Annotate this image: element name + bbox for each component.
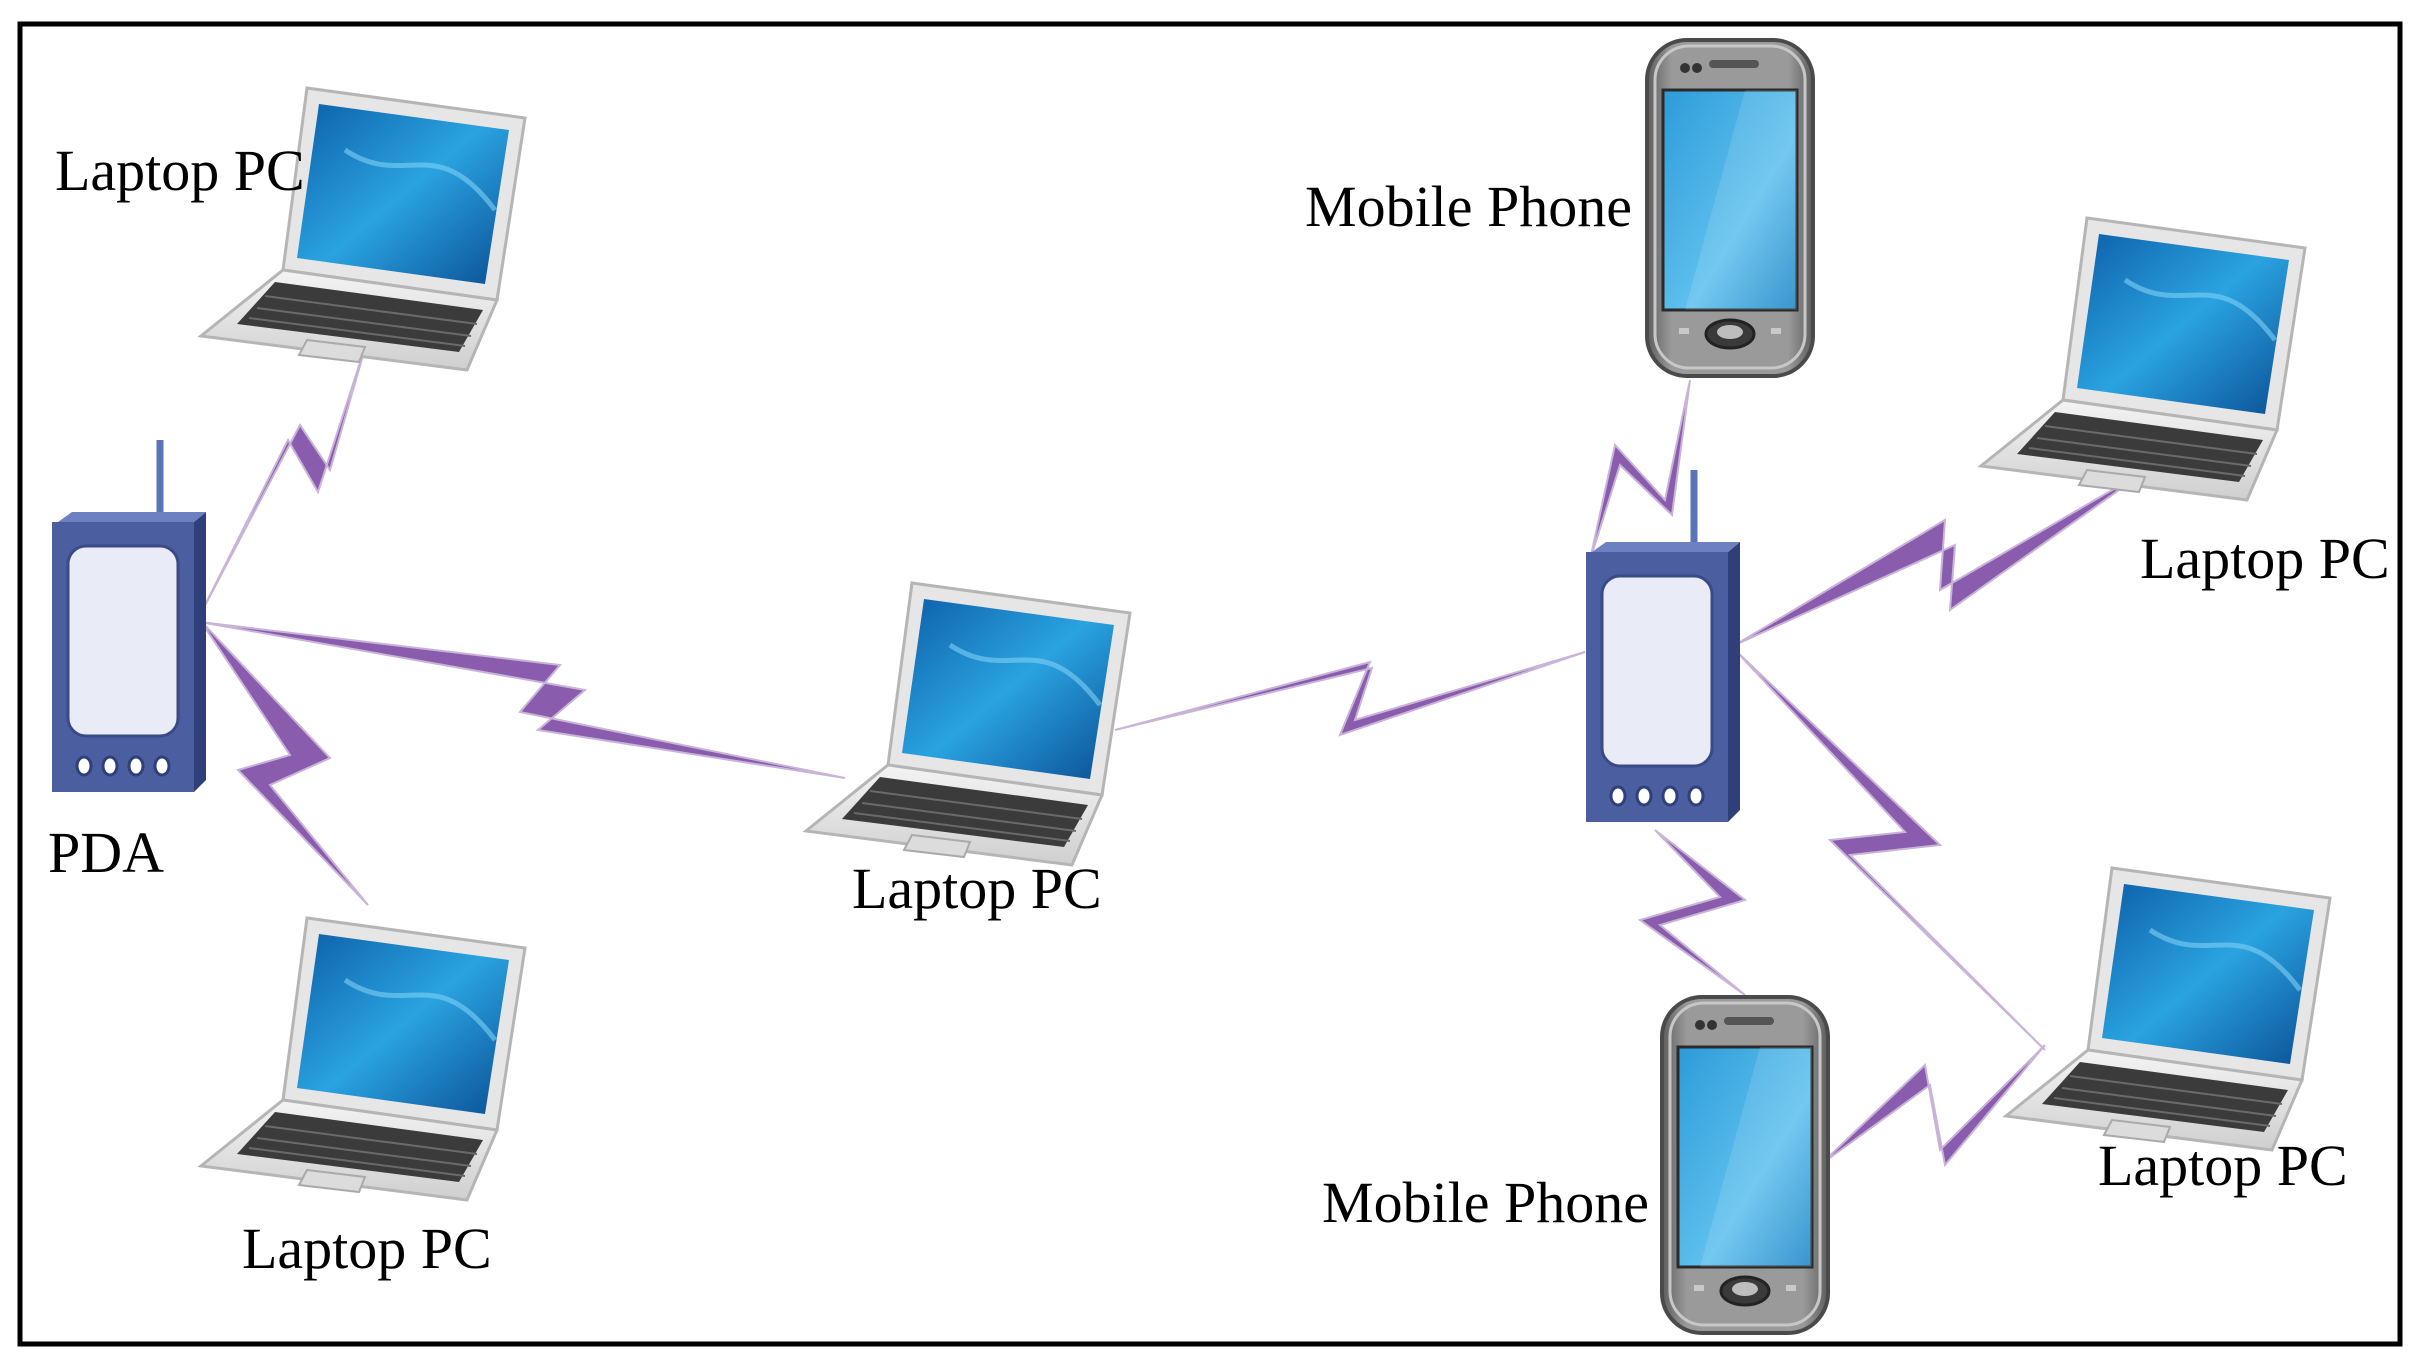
node-pda-left <box>52 440 206 792</box>
link-pda-left-laptop-top-left <box>199 337 369 616</box>
node-laptop-bottom-right <box>2006 868 2330 1150</box>
link-laptop-center-pda-right <box>1114 651 1586 737</box>
laptop-icon <box>201 918 525 1200</box>
link-pda-right-phone-top <box>1589 379 1691 561</box>
label-phone-bottom: Mobile Phone <box>1322 1170 1649 1235</box>
laptop-icon <box>2006 868 2330 1150</box>
link-pda-right-phone-bottom <box>1637 829 1748 996</box>
link-pda-left-laptop-bottom-left <box>199 619 369 906</box>
pda-icon <box>1586 470 1740 822</box>
node-laptop-top-right <box>1981 218 2305 500</box>
node-laptop-center <box>806 583 1130 865</box>
mobile-phone-icon <box>1660 995 1830 1335</box>
node-phone-top <box>1645 38 1815 378</box>
mobile-phone-icon <box>1645 38 1815 378</box>
node-laptop-bottom-left <box>201 918 525 1200</box>
diagram-border <box>17 21 2403 1347</box>
label-laptop-top-right: Laptop PC <box>2140 526 2390 591</box>
label-laptop-bottom-right: Laptop PC <box>2098 1133 2348 1198</box>
label-laptop-bottom-left: Laptop PC <box>242 1216 492 1281</box>
label-pda-left: PDA <box>48 820 164 885</box>
link-pda-right-laptop-top-right <box>1734 467 2151 646</box>
label-phone-top: Mobile Phone <box>1305 174 1632 239</box>
label-laptop-center: Laptop PC <box>852 856 1102 921</box>
label-laptop-top-left: Laptop PC <box>55 138 305 203</box>
laptop-icon <box>806 583 1130 865</box>
pda-icon <box>52 440 206 792</box>
laptop-icon <box>1981 218 2305 500</box>
node-pda-right <box>1586 470 1740 822</box>
link-pda-right-laptop-bottom-right <box>1734 649 2046 1051</box>
link-phone-bottom-laptop-bottom-right <box>1819 1044 2046 1168</box>
node-laptop-top-left <box>201 88 525 370</box>
node-phone-bottom <box>1660 995 1830 1335</box>
laptop-icon <box>201 88 525 370</box>
link-pda-left-laptop-center <box>199 621 846 779</box>
